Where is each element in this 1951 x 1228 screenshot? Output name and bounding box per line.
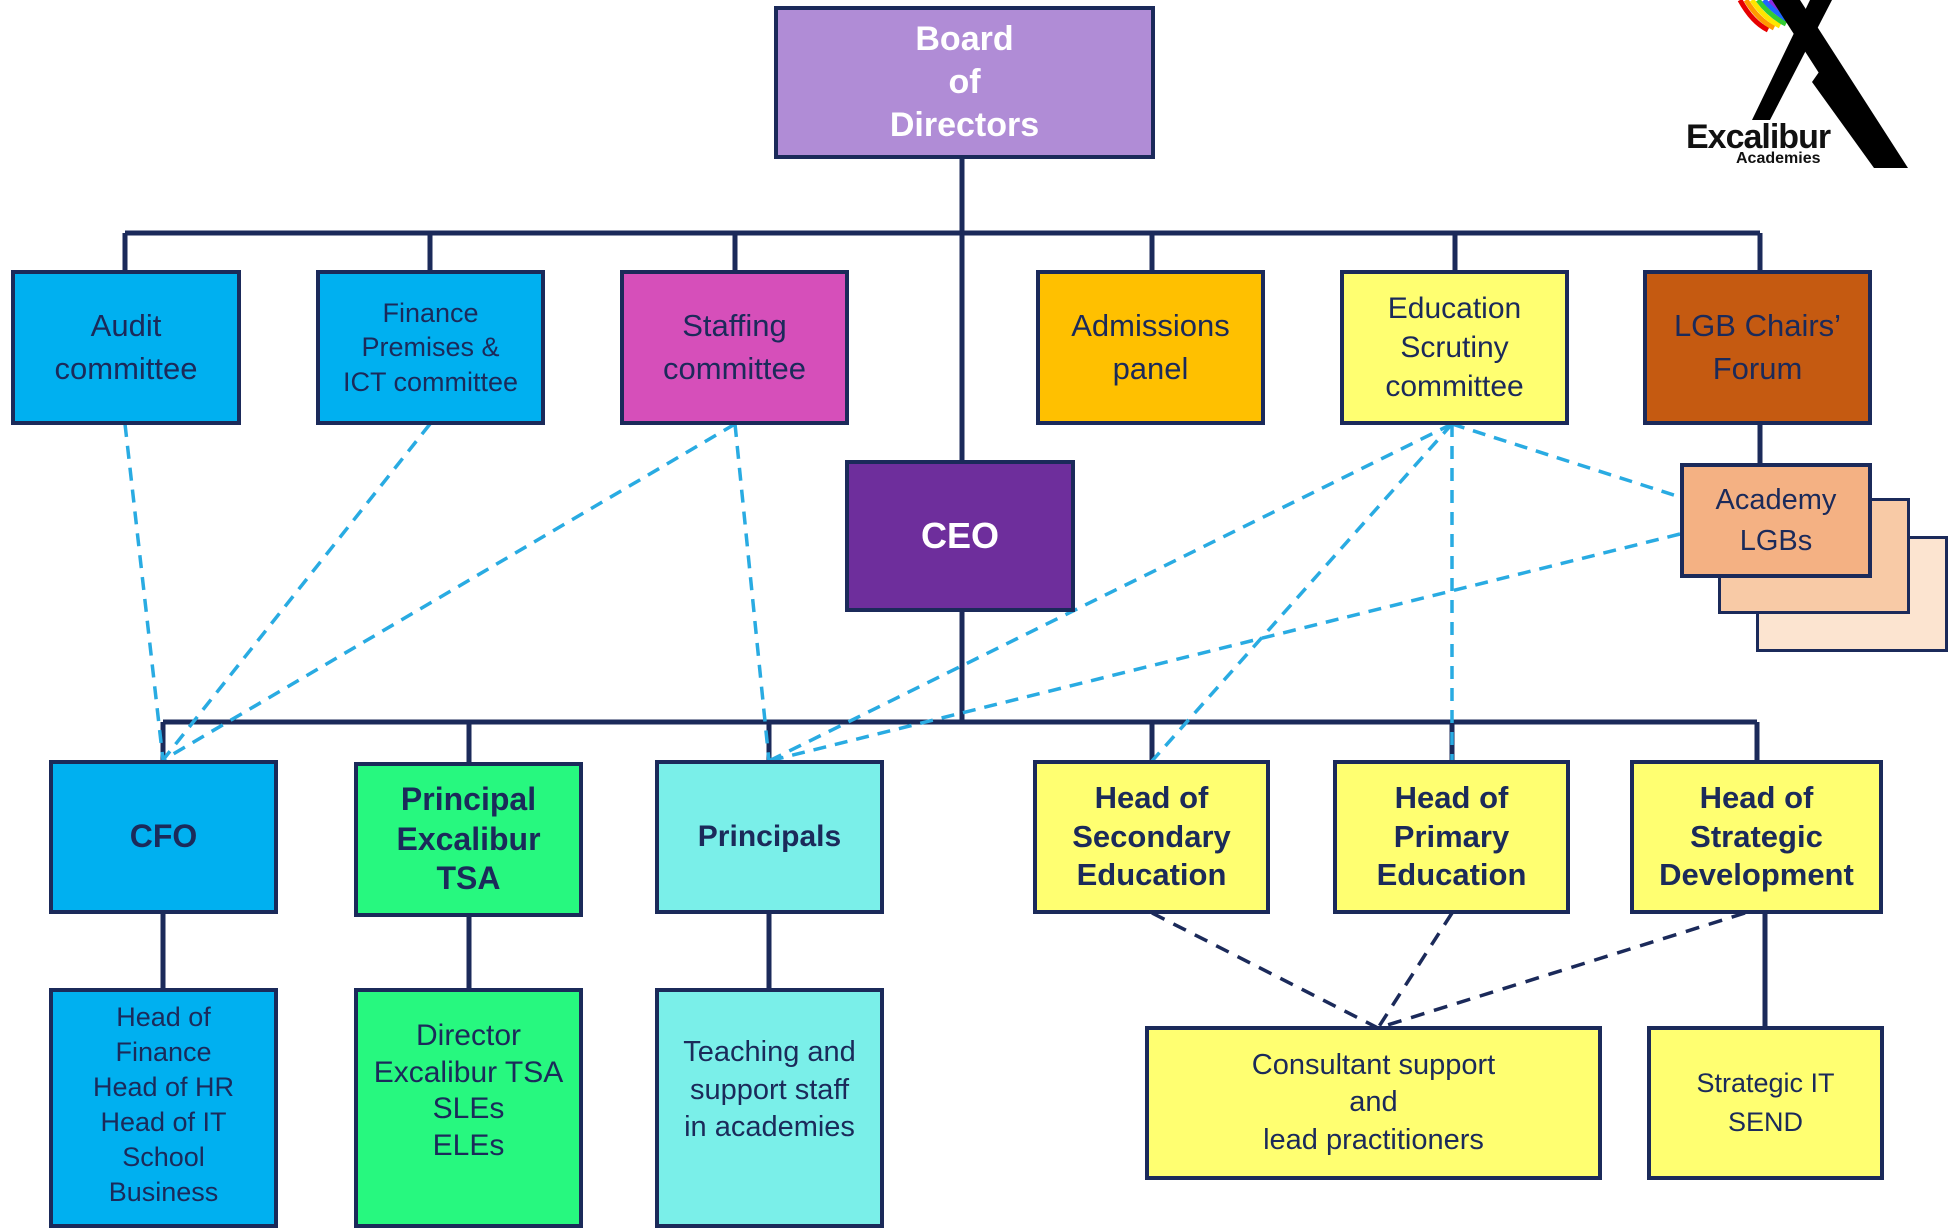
strategic-it-send-box: Strategic IT SEND	[1647, 1026, 1884, 1180]
cfo-team-line-6: Business	[108, 1177, 219, 1208]
cfo-team-line-3: Head of HR	[92, 1072, 235, 1103]
consultant-line-1: Consultant support	[1251, 1049, 1496, 1082]
tsa-team-box: Director Excalibur TSA SLEs ELEs	[354, 988, 583, 1228]
teaching-line-2: support staff	[689, 1073, 850, 1106]
audit-line-1: Audit	[90, 307, 162, 343]
consultant-support-box: Consultant support and lead practitioner…	[1145, 1026, 1602, 1180]
strategic-it-line-2: SEND	[1727, 1107, 1803, 1137]
teaching-line-1: Teaching and	[683, 1036, 856, 1068]
cfo-team-line-1: Head of	[116, 1002, 211, 1032]
lgb-chairs-line-2: Forum	[1712, 350, 1803, 386]
board-of-directors-box: Board of Directors	[774, 6, 1155, 159]
staffing-committee-box: Staffing committee	[620, 270, 849, 425]
head-strategic-box: Head of Strategic Development	[1630, 760, 1883, 914]
tsa-team-line-2: Excalibur TSA	[373, 1055, 564, 1089]
head-primary-box: Head of Primary Education	[1333, 760, 1570, 914]
ceo-label: CEO	[920, 514, 999, 556]
academy-lgbs-box: Academy LGBs	[1680, 463, 1872, 578]
principal-tsa-line-2: Excalibur	[396, 820, 541, 857]
staffing-line-2: committee	[663, 350, 806, 386]
teaching-line-3: in academies	[684, 1111, 855, 1144]
teaching-staff-box: Teaching and support staff in academies	[655, 988, 884, 1228]
head-secondary-line-2: Secondary	[1072, 818, 1231, 854]
head-strategic-line-1: Head of	[1699, 780, 1814, 816]
education-line-3: committee	[1385, 370, 1524, 403]
head-secondary-line-3: Education	[1076, 857, 1227, 893]
logo-sub: Academies	[1736, 150, 1821, 167]
finance-committee-box: Finance Premises & ICT committee	[316, 270, 545, 425]
education-scrutiny-box: Education Scrutiny committee	[1340, 270, 1569, 425]
tsa-team-line-1: Director	[415, 1019, 521, 1052]
principal-tsa-line-1: Principal	[400, 780, 537, 817]
cfo-team-line-5: School	[122, 1142, 205, 1173]
strategic-it-line-1: Strategic IT	[1696, 1067, 1835, 1098]
cfo-label: CFO	[129, 818, 198, 855]
logo-sword-icon	[1737, 0, 1908, 168]
principal-tsa-line-3: TSA	[436, 860, 501, 897]
audit-committee-box: Audit committee	[11, 270, 241, 425]
audit-line-2: committee	[54, 350, 198, 386]
consultant-line-3: lead practitioners	[1263, 1123, 1484, 1156]
finance-line-2: Premises &	[361, 332, 500, 363]
finance-line-1: Finance	[382, 297, 479, 328]
tsa-team-line-4: ELEs	[432, 1128, 505, 1162]
cfo-team-line-4: Head of IT	[100, 1107, 227, 1138]
dashed-support-lines	[1151, 911, 1746, 1030]
head-secondary-box: Head of Secondary Education	[1033, 760, 1270, 914]
head-primary-line-1: Head of	[1394, 780, 1509, 816]
head-primary-line-3: Education	[1376, 857, 1527, 893]
head-secondary-line-1: Head of	[1094, 780, 1209, 816]
consultant-line-2: and	[1349, 1086, 1398, 1119]
head-strategic-line-3: Development	[1659, 857, 1854, 893]
admissions-panel-box: Admissions panel	[1036, 270, 1265, 425]
staffing-line-1: Staffing	[682, 307, 787, 343]
board-line-1: Board	[915, 19, 1014, 58]
excalibur-logo	[1660, 0, 1930, 175]
admissions-line-2: panel	[1112, 350, 1189, 386]
principals-box: Principals	[655, 760, 884, 914]
head-primary-line-2: Primary	[1393, 818, 1510, 854]
lgb-chairs-forum-box: LGB Chairs’ Forum	[1643, 270, 1872, 425]
finance-line-3: ICT committee	[342, 366, 519, 397]
board-line-2: of	[948, 62, 981, 101]
lgb-chairs-line-1: LGB Chairs’	[1673, 307, 1842, 343]
admissions-line-1: Admissions	[1071, 307, 1230, 343]
tsa-team-line-3: SLEs	[432, 1092, 505, 1126]
logo-brand: Excalibur	[1686, 118, 1831, 156]
head-strategic-line-2: Strategic	[1690, 818, 1823, 854]
education-line-1: Education	[1387, 292, 1522, 325]
academy-lgbs-line-2: LGBs	[1739, 524, 1813, 557]
dashed-advisory-lines	[123, 422, 1681, 763]
ceo-box: CEO	[845, 460, 1075, 612]
principals-label: Principals	[697, 820, 842, 854]
education-line-2: Scrutiny	[1400, 331, 1509, 364]
board-line-3: Directors	[889, 106, 1040, 145]
cfo-team-line-2: Finance	[115, 1037, 212, 1068]
cfo-team-box: Head of Finance Head of HR Head of IT Sc…	[49, 988, 278, 1228]
cfo-box: CFO	[49, 760, 278, 914]
principal-tsa-box: Principal Excalibur TSA	[354, 762, 583, 917]
academy-lgbs-line-1: Academy	[1715, 483, 1837, 516]
